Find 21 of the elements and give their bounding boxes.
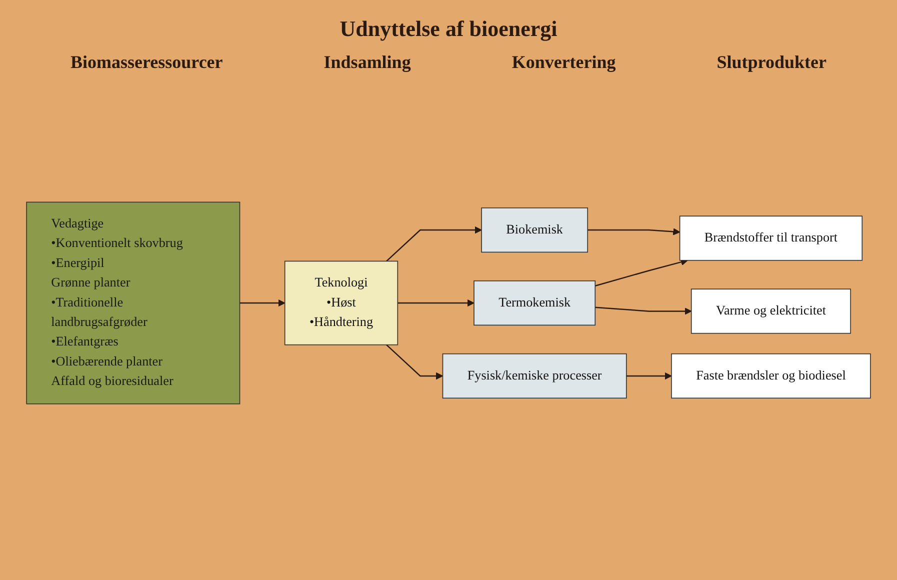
node-box: Brændstoffer til transport (679, 216, 863, 261)
arrow (595, 306, 692, 315)
node-box: Varme og elektricitet (690, 288, 851, 334)
node-box: Vedagtige •Konventionelt skovbrug •Energipil Grønne planter •Traditionelle landbrugsafgrøder •Elefantgræs •Oliebærende planter Affald og bioresidualer (26, 202, 240, 404)
arrow (398, 299, 474, 307)
arrow (240, 299, 286, 307)
arrow (626, 372, 672, 380)
node-box: Biokemisk (481, 207, 588, 253)
column-heading: Slutprodukter (716, 52, 826, 73)
node-box: Fysisk/kemiske processer (442, 353, 627, 399)
arrow (386, 344, 444, 380)
column-heading: Biomasseressourcer (70, 52, 223, 73)
node-box: Termokemisk (474, 280, 596, 326)
node-box: Faste brændsler og biodiesel (671, 353, 871, 399)
arrow (588, 228, 680, 236)
diagram-title: Udnyttelse af bioenergi (340, 16, 558, 42)
column-heading: Indsamling (324, 52, 411, 73)
column-heading: Konvertering (512, 52, 616, 73)
arrow (386, 226, 482, 262)
arrow (594, 258, 688, 286)
node-box: Teknologi •Høst •Håndtering (284, 260, 398, 346)
